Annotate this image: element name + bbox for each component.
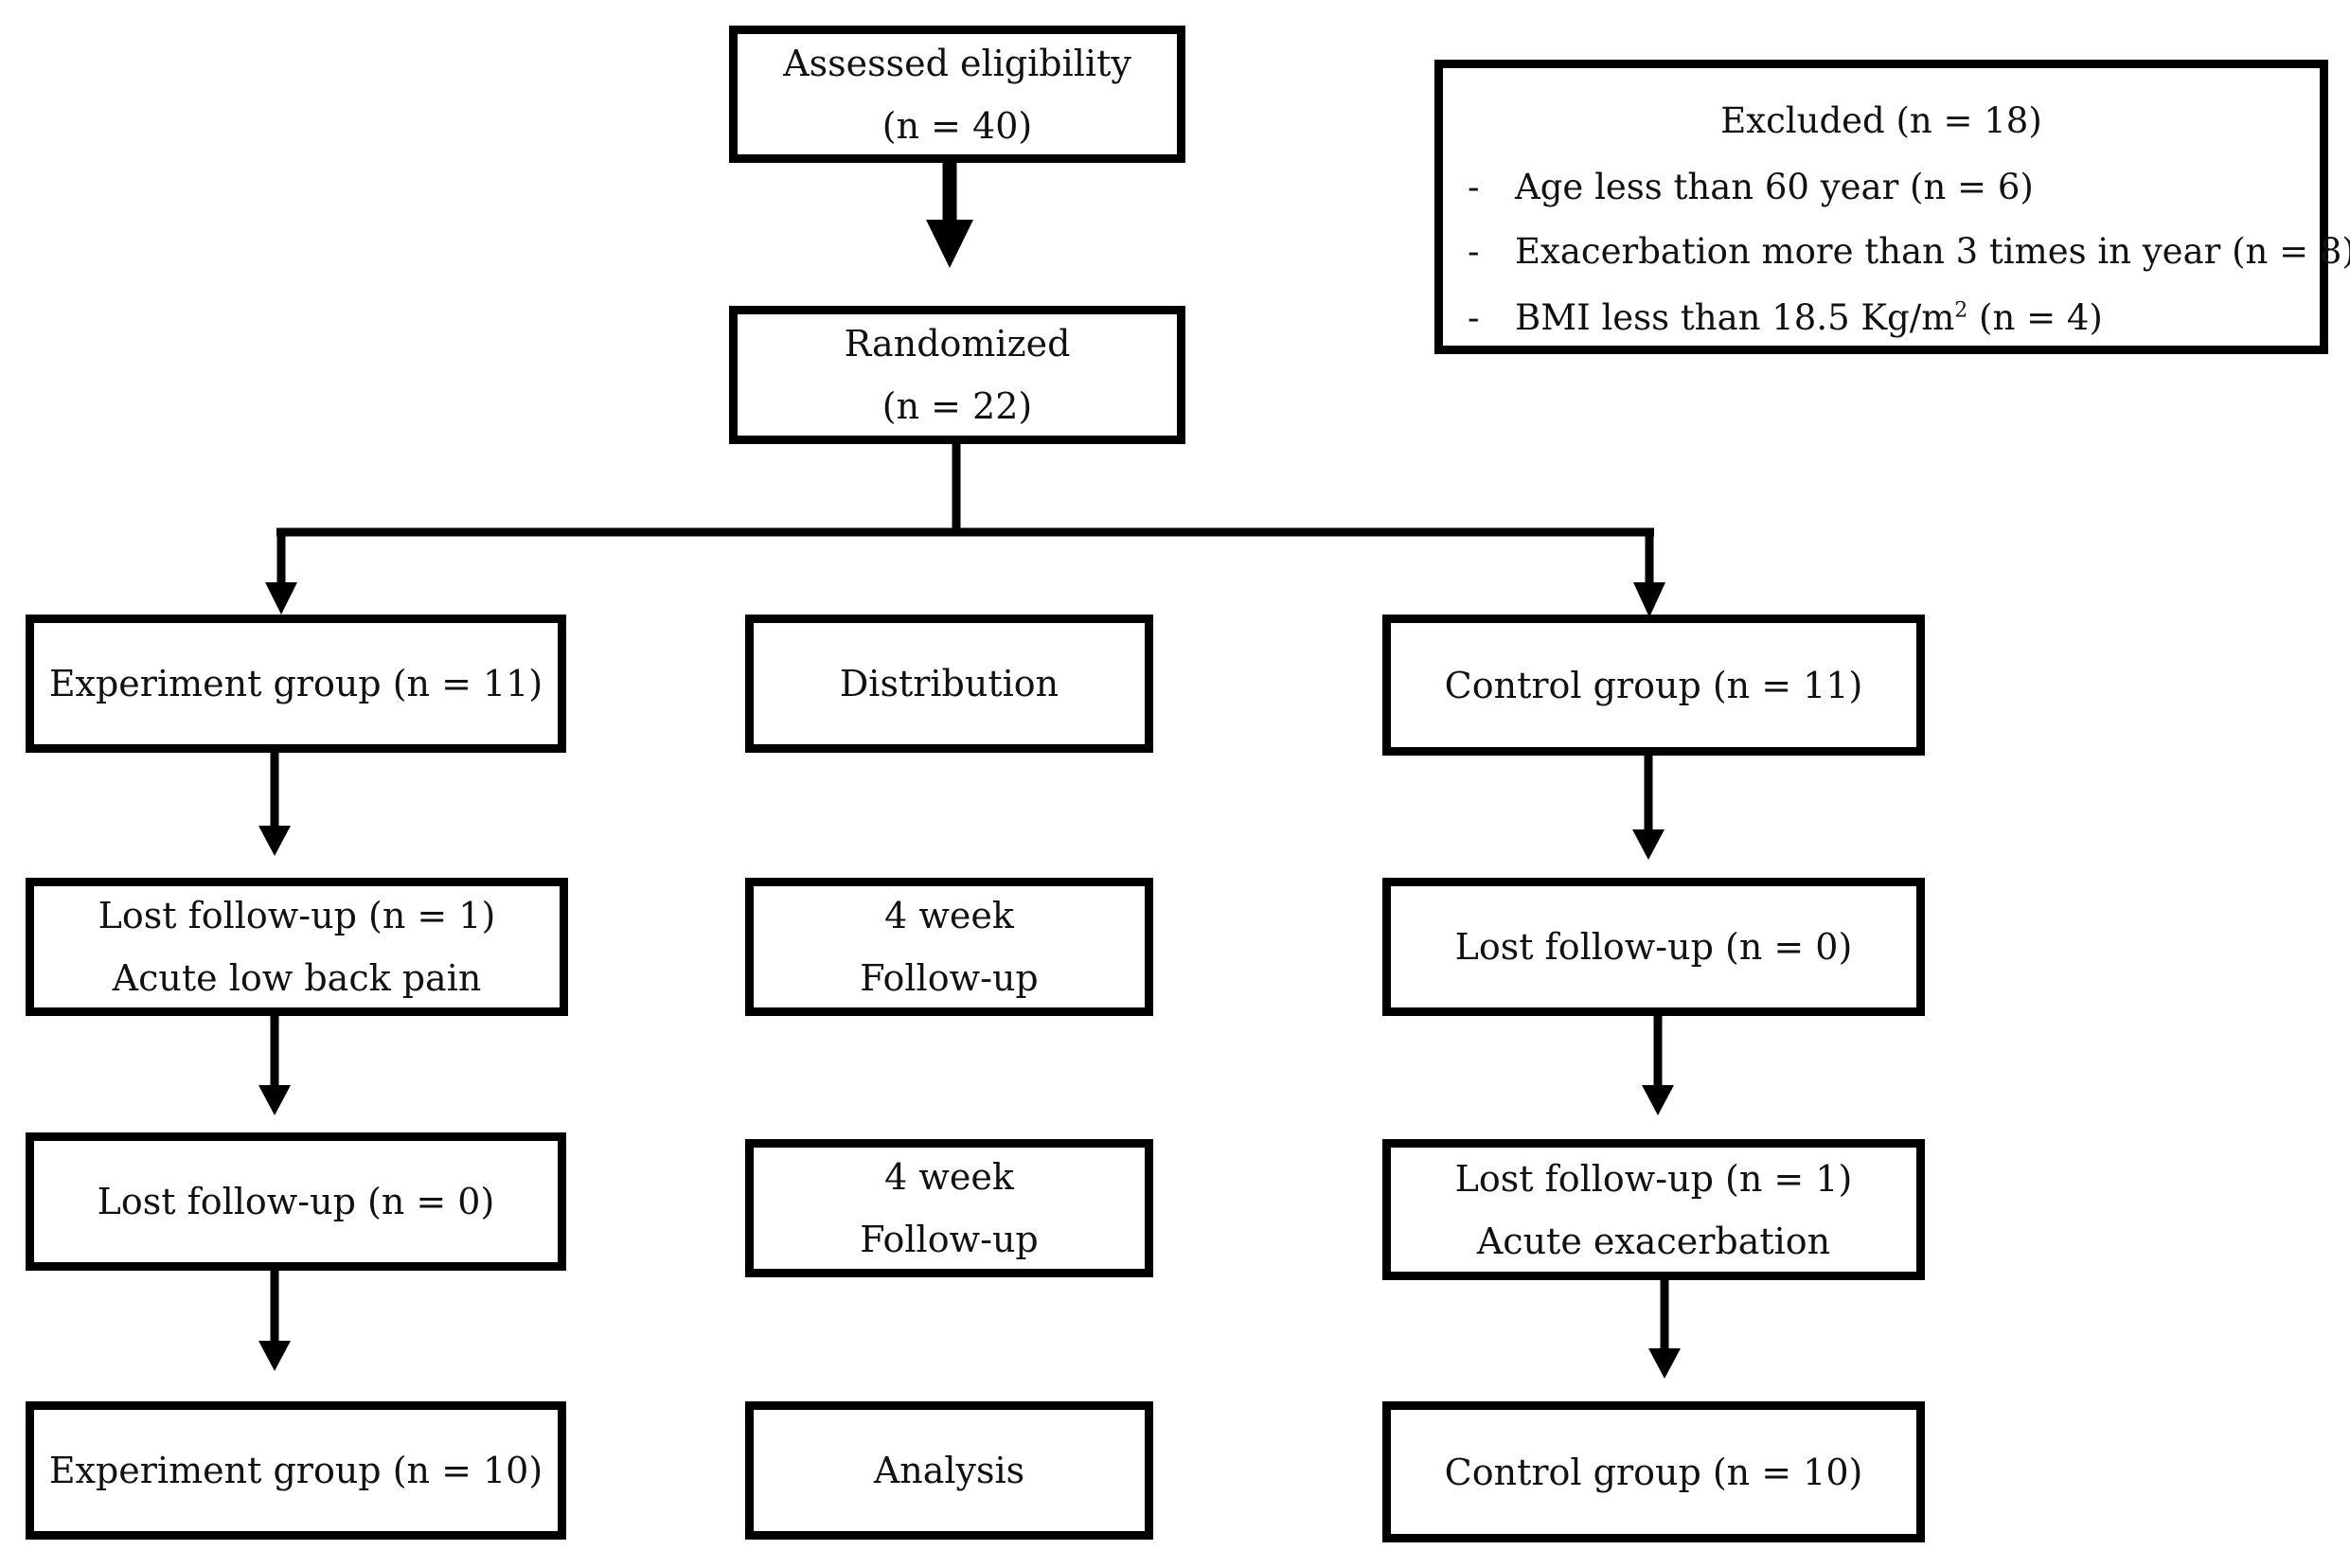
arrowhead-split-to-experiment: [265, 582, 297, 615]
control-lost-2-reason: Acute exacerbation: [1476, 1220, 1831, 1262]
followup-2-label: Follow-up: [860, 1219, 1039, 1260]
control-final-box: Control group (n = 10): [1382, 1401, 1925, 1542]
arrowhead-ctl-1: [1632, 829, 1665, 860]
experiment-lost-2-label: Lost follow-up (n = 0): [97, 1181, 495, 1222]
arrowhead-ctl-3: [1648, 1348, 1681, 1379]
excluded-item-text: Exacerbation more than 3 times in year (…: [1515, 231, 2350, 272]
followup-1-label: Follow-up: [860, 957, 1039, 999]
excluded-box: Excluded (n = 18) -Age less than 60 year…: [1434, 60, 2350, 354]
control-lost-followup-2-box: Lost follow-up (n = 1) Acute exacerbatio…: [1382, 1139, 1925, 1280]
control-lost-followup-1-box: Lost follow-up (n = 0): [1382, 878, 1925, 1016]
experiment-lost-1-label: Lost follow-up (n = 1): [98, 895, 496, 936]
analysis-label: Analysis: [873, 1450, 1025, 1491]
experiment-group-box: Experiment group (n = 11): [26, 615, 566, 753]
arrowhead-exp-2: [258, 1085, 291, 1115]
experiment-final-box: Experiment group (n = 10): [26, 1401, 566, 1540]
followup-1-duration: 4 week: [884, 895, 1014, 936]
arrowhead-ctl-2: [1642, 1085, 1674, 1115]
experiment-lost-followup-1-box: Lost follow-up (n = 1) Acute low back pa…: [26, 878, 568, 1016]
control-lost-2-label: Lost follow-up (n = 1): [1454, 1157, 1853, 1200]
assessed-label: Assessed eligibility: [783, 42, 1131, 84]
distribution-box: Distribution: [745, 615, 1153, 753]
distribution-label: Distribution: [839, 663, 1059, 704]
excluded-item-text: BMI less than 18.5 Kg/m: [1515, 297, 1955, 338]
superscript: 2: [1954, 298, 1968, 323]
experiment-lost-1-reason: Acute low back pain: [112, 957, 482, 999]
excluded-item-count: (n = 4): [1967, 297, 2103, 338]
excluded-item: -BMI less than 18.5 Kg/m2 (n = 4): [1468, 297, 2103, 338]
excluded-item-text: Age less than 60 year (n = 6): [1515, 167, 2034, 207]
arrowhead-exp-1: [258, 826, 291, 856]
excluded-bullet: -: [1468, 297, 1480, 338]
experiment-final-label: Experiment group (n = 10): [48, 1450, 543, 1491]
control-group-box: Control group (n = 11): [1382, 615, 1925, 756]
randomized-label: Randomized: [844, 323, 1071, 365]
experiment-lost-followup-2-box: Lost follow-up (n = 0): [26, 1132, 566, 1271]
arrowhead-split-to-control: [1633, 582, 1665, 617]
arrowhead-exp-3: [258, 1341, 291, 1371]
excluded-item: -Age less than 60 year (n = 6): [1468, 167, 2034, 207]
control-final-label: Control group (n = 10): [1444, 1451, 1863, 1493]
followup-2-duration: 4 week: [884, 1156, 1014, 1198]
followup-2-box: 4 week Follow-up: [745, 1139, 1153, 1277]
excluded-bullet: -: [1468, 167, 1480, 207]
excluded-title: Excluded (n = 18): [1720, 100, 2042, 141]
analysis-box: Analysis: [745, 1401, 1153, 1540]
experiment-group-label: Experiment group (n = 11): [48, 663, 543, 704]
randomized-box: Randomized (n = 22): [729, 306, 1185, 444]
assessed-count: (n = 40): [881, 104, 1033, 147]
excluded-bullet: -: [1468, 231, 1480, 272]
assessed-eligibility-box: Assessed eligibility (n = 40): [729, 26, 1185, 163]
randomized-count: (n = 22): [881, 385, 1033, 427]
arrowhead-assessed-to-randomized: [926, 220, 973, 268]
followup-1-box: 4 week Follow-up: [745, 878, 1153, 1016]
excluded-item: -Exacerbation more than 3 times in year …: [1468, 231, 2350, 272]
control-group-label: Control group (n = 11): [1444, 664, 1863, 706]
control-lost-1-label: Lost follow-up (n = 0): [1454, 926, 1853, 968]
